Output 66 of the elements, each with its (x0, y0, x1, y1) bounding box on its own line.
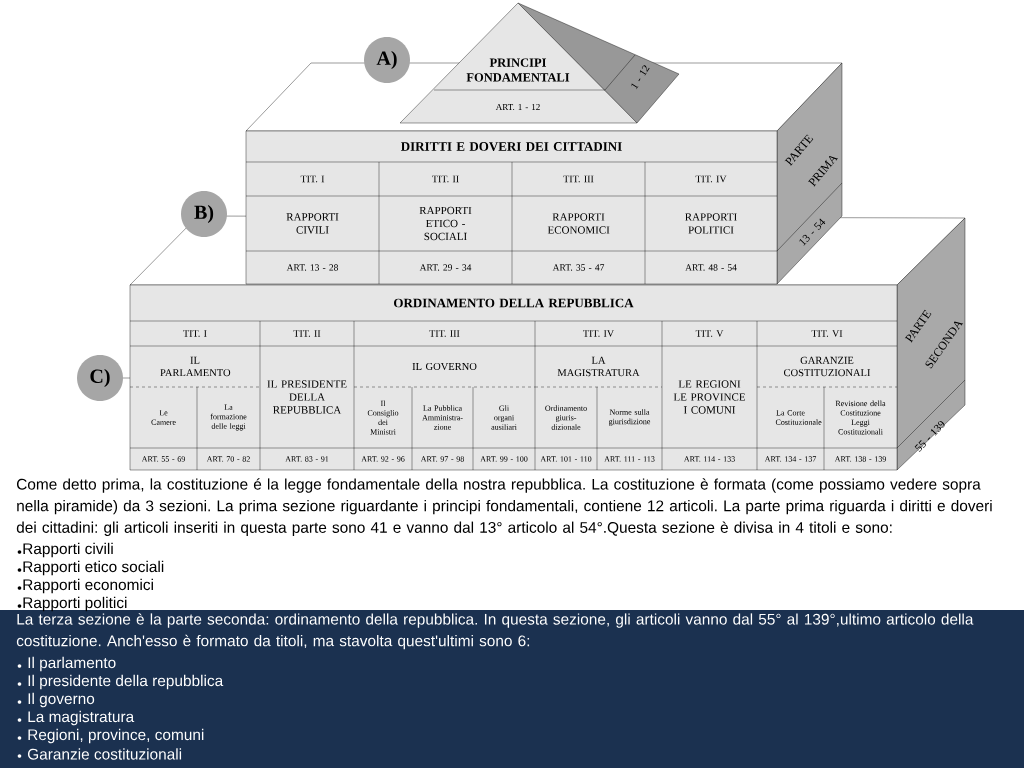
table-cell: TIT. IV (695, 175, 727, 183)
section-badge: C) (77, 355, 123, 401)
table-cell: TIT. I (300, 175, 325, 183)
table-cell: IL PRESIDENTE DELLA REPUBBLICA (267, 380, 347, 414)
list-item: Il parlamento (28, 656, 116, 672)
table-cell: TIT. VI (811, 330, 843, 337)
table-cell: Le Camere (151, 410, 176, 425)
table-cell: ART. 134 - 137 (764, 456, 817, 462)
table-cell: ART. 48 - 54 (685, 264, 737, 271)
table-cell: TIT. IV (583, 330, 614, 337)
list-item: Rapporti politici (23, 596, 127, 612)
table-cell: Gli organi ausiliari (491, 405, 517, 430)
pyramid-label: PRINCIPI FONDAMENTALI (466, 58, 570, 82)
table-cell: LA MAGISTRATURA (557, 356, 640, 377)
table-cell: ART. 55 - 69 (141, 456, 185, 462)
section-badge: B) (181, 191, 227, 237)
table-cell: TIT. III (563, 175, 594, 183)
table-cell: RAPPORTI ETICO - SOCIALI (419, 206, 472, 241)
table-cell: IL PARLAMENTO (160, 356, 231, 377)
table-cell: ART. 101 - 110 (540, 456, 592, 462)
table-cell: La Corte Costituzionale (775, 410, 822, 425)
table-cell: Norme sulla giurisdizione (608, 409, 651, 426)
side-label: 1 - 12 (631, 65, 650, 90)
table-cell: TIT. II (293, 330, 321, 337)
table-cell: Revisione della Costituzione Leggi Costituzionali (835, 400, 886, 435)
table-cell: ART. 114 - 133 (683, 456, 735, 462)
table-cell: ART. 13 - 28 (286, 264, 338, 271)
table-cell: ART. 83 - 91 (285, 456, 329, 462)
side-label: 55 - 139 (914, 420, 945, 452)
table-cell: TIT. II (432, 175, 459, 183)
table-cell: TIT. V (695, 330, 724, 337)
table-cell: TIT. I (183, 330, 207, 337)
list-item: La magistratura (28, 710, 135, 726)
paragraph: Come detto prima, la costituzione é la legge fondamentale della nostra repubblica. La costituzione è formata (come possiamo vedere sopra nella piramide) da 3 sezioni. La prima sezione riguardante i principi fondamentali, contiene 12 articoli. La parte prima riguarda i diritti e doveri dei cittadini: gli articoli inseriti in questa parte sono 41 e vanno dal 13° articolo al 54°.Questa sezione è divisa in 4 titoli e sono: (16, 478, 992, 536)
list-item: Il presidente della repubblica (28, 674, 224, 690)
list-item: Rapporti economici (23, 578, 153, 594)
table-cell: La Pubblica Amministra-zione (422, 405, 463, 430)
table-cell: ART. 35 - 47 (552, 264, 605, 271)
table-cell: LE REGIONI LE PROVINCE I COMUNI (673, 380, 745, 414)
paragraph: La terza sezione è la parte seconda: ordinamento della repubblica. In questa sezione, gli articoli vanno dal 55° al 139°,ultimo articolo della costituzione. Anch'esso è formato da titoli, ma stavolta quest'ultimi sono 6: (16, 613, 974, 650)
table-cell: La formazione delle leggi (210, 404, 247, 431)
table-cell: Il Consiglio dei Ministri (367, 400, 399, 435)
header-cell: ORDINAMENTO DELLA REPUBBLICA (394, 298, 634, 308)
table-cell: TIT. III (429, 330, 460, 337)
table-cell: ART. 97 - 98 (420, 456, 464, 462)
table-cell: RAPPORTI ECONOMICI (547, 213, 610, 234)
side-label: 13 - 54 (799, 218, 826, 246)
list-item: Regioni, province, comuni (28, 728, 204, 744)
table-cell: RAPPORTI POLITICI (685, 213, 737, 234)
table-cell: ART. 70 - 82 (206, 456, 250, 462)
section-badge: A) (364, 37, 410, 83)
header-cell: DIRITTI E DOVERI DEI CITTADINI (401, 142, 622, 151)
list-item: Rapporti civili (23, 542, 113, 558)
list-item: Rapporti etico sociali (23, 560, 164, 576)
table-cell: GARANZIE COSTITUZIONALI (784, 356, 871, 377)
table-cell: IL GOVERNO (412, 362, 477, 371)
table-cell: ART. 29 - 34 (419, 264, 472, 271)
table-cell: ART. 92 - 96 (361, 456, 405, 462)
table-cell: ART. 99 - 100 (480, 456, 528, 462)
pyramid-label: ART. 1 - 12 (495, 103, 540, 111)
table-cell: Ordinamento giuris-dizionale (545, 405, 587, 430)
list-item: Il governo (28, 692, 95, 708)
table-cell: ART. 111 - 113 (604, 456, 655, 462)
table-cell: RAPPORTI CIVILI (286, 213, 339, 234)
table-cell: ART. 138 - 139 (834, 456, 886, 462)
list-item: Garanzie costituzionali (27, 748, 182, 760)
